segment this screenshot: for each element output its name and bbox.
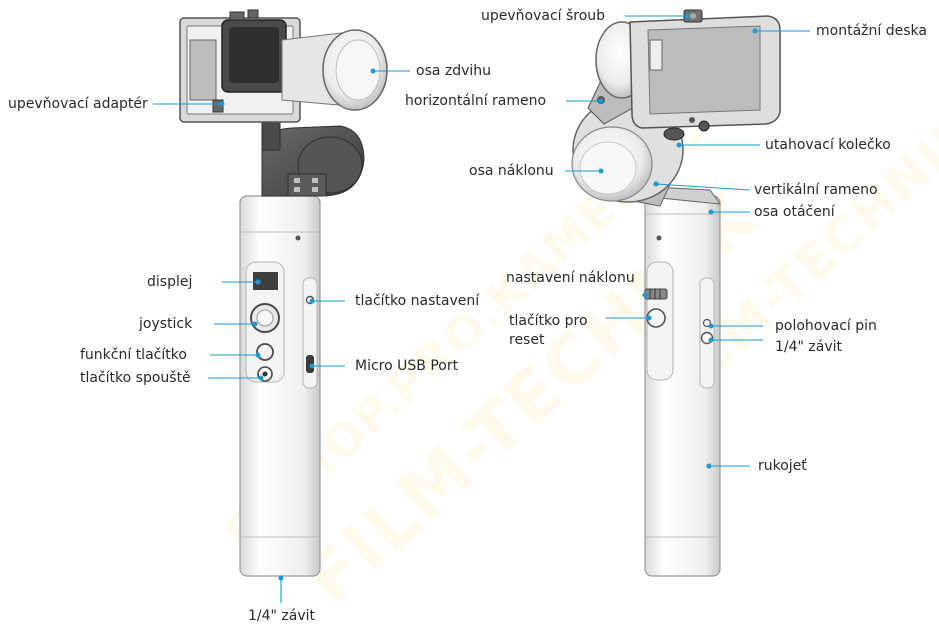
label-tighten-wheel: utahovací kolečko bbox=[765, 137, 891, 153]
label-mount-plate: montážní deska bbox=[816, 23, 927, 39]
label-lift-axis: osa zdvihu bbox=[416, 63, 492, 79]
label-rotation-axis: osa otáčení bbox=[754, 204, 835, 220]
label-shutter-button: tlačítko spouště bbox=[80, 370, 191, 386]
tilt-adjust-shape bbox=[644, 288, 668, 300]
label-positioning-pin: polohovací pin bbox=[775, 318, 877, 334]
tighten-wheel-shape bbox=[663, 127, 685, 141]
label-joystick: joystick bbox=[139, 316, 193, 332]
positioning-pin-shape bbox=[702, 318, 712, 328]
leader-lines bbox=[153, 13, 810, 603]
label-tilt-axis: osa náklonu bbox=[469, 163, 554, 179]
function-button-shape bbox=[256, 343, 274, 361]
label-vertical-arm: vertikální rameno bbox=[754, 182, 878, 198]
label-handle: rukojeť bbox=[758, 458, 807, 474]
label-horizontal-arm: horizontální rameno bbox=[405, 93, 547, 109]
label-display: displej bbox=[147, 274, 193, 290]
label-tilt-adjust: nastavení náklonu bbox=[506, 270, 635, 286]
front-gimbal bbox=[179, 9, 388, 577]
back-gimbal bbox=[571, 9, 781, 577]
label-side-thread: 1/4" závit bbox=[775, 339, 843, 355]
label-reset-button-line1: tlačítko pro bbox=[509, 313, 588, 329]
label-settings-button: tlačítko nastavení bbox=[355, 293, 480, 309]
label-mount-adapter: upevňovací adaptér bbox=[8, 96, 148, 112]
label-mount-screw: upevňovací šroub bbox=[481, 8, 606, 24]
display-screen bbox=[253, 272, 278, 290]
label-reset-button-line2: reset bbox=[509, 332, 545, 348]
label-function-button: funkční tlačítko bbox=[80, 347, 187, 363]
label-micro-usb: Micro USB Port bbox=[355, 358, 459, 374]
leader-vertical-arm bbox=[655, 183, 751, 191]
label-bottom-thread: 1/4" závit bbox=[248, 608, 316, 624]
